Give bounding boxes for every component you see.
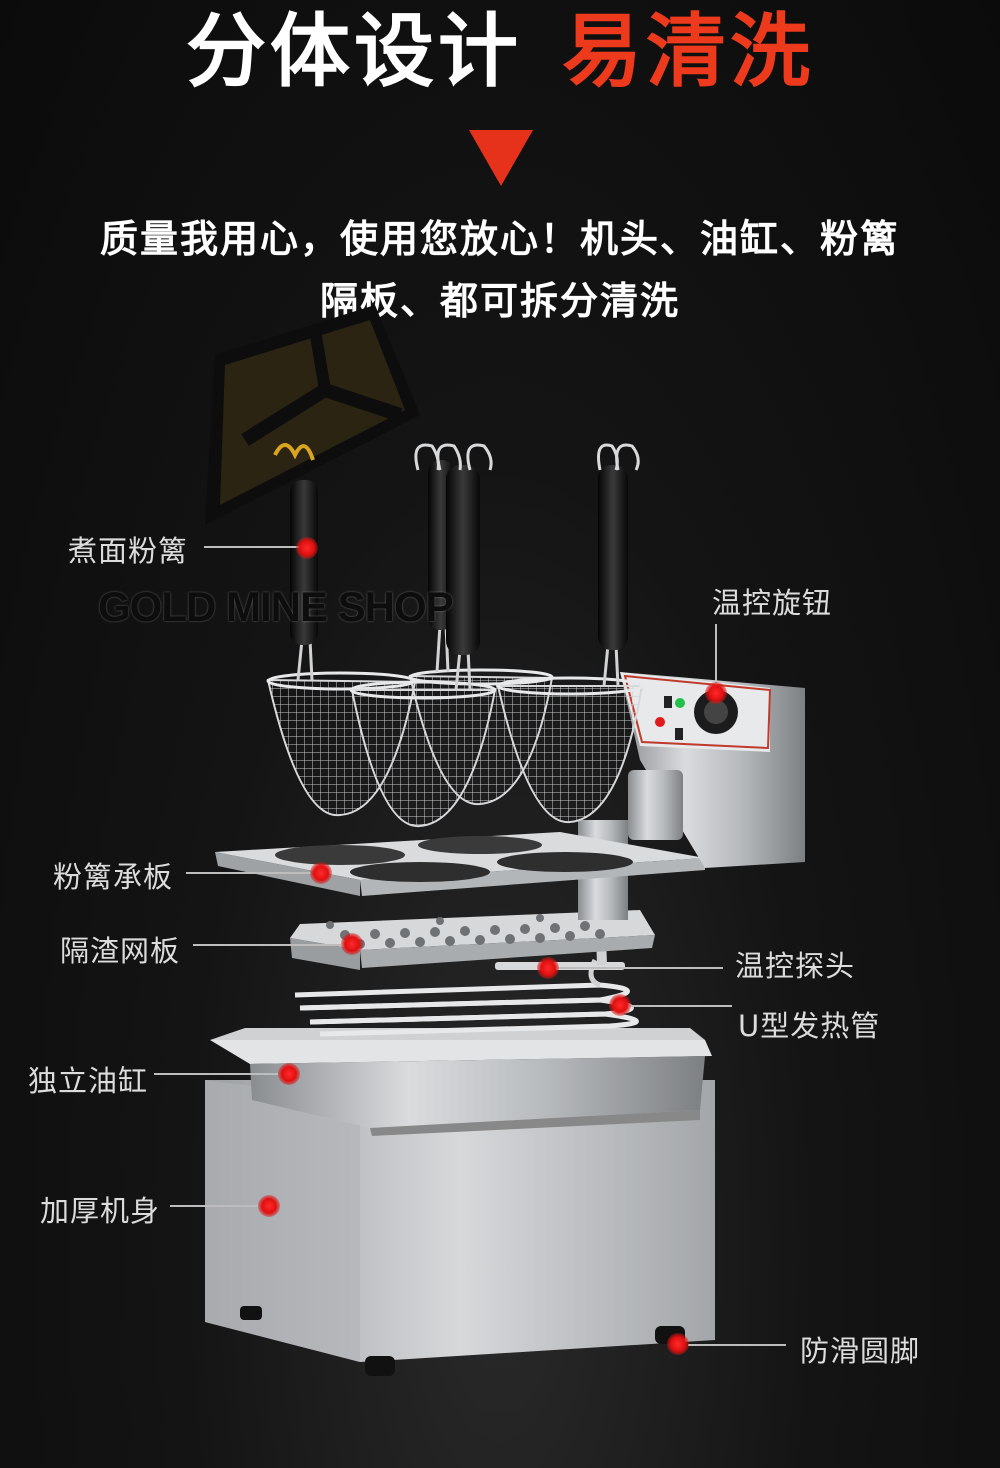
subtitle-line2: 隔板、都可拆分清洗 — [319, 279, 680, 323]
label-noodle-basket: 煮面粉篱 — [68, 534, 189, 568]
control-head-shape — [620, 672, 805, 868]
watermark-text: GOLD MINE SHOP — [98, 583, 454, 630]
headline-part2: 易清洗 — [562, 5, 814, 98]
label-residue-screen: 隔渣网板 — [60, 934, 181, 968]
leader-line-antislip-feet — [688, 1344, 786, 1346]
marker-dot-residue-screen — [341, 933, 363, 955]
headline-part1: 分体设计 — [186, 5, 522, 98]
marker-dot-temp-knob — [705, 682, 727, 704]
marker-dot-basket-plate — [310, 862, 332, 884]
marker-dot-oil-tank — [278, 1063, 300, 1085]
basket-plate-shape — [215, 820, 705, 920]
leader-line-residue-screen — [193, 944, 341, 946]
label-thick-body: 加厚机身 — [40, 1194, 161, 1228]
label-basket-plate: 粉篱承板 — [53, 860, 174, 894]
u-heater-shape — [294, 958, 639, 1037]
oil-tank-shape — [210, 1028, 712, 1136]
marker-dot-temp-probe — [537, 957, 559, 979]
leader-line-noodle-basket — [204, 546, 300, 548]
label-oil-tank: 独立油缸 — [28, 1064, 149, 1098]
leader-line-basket-plate — [186, 872, 311, 874]
residue-screen-shape — [290, 910, 655, 970]
marker-dot-noodle-basket — [296, 537, 318, 559]
leader-line-temp-probe — [558, 967, 723, 969]
marker-dot-antislip-feet — [667, 1333, 689, 1355]
gold-mine-logo-icon — [205, 305, 420, 525]
label-temp-knob: 温控旋钮 — [712, 586, 833, 620]
leader-line-thick-body — [170, 1205, 258, 1207]
noodle-baskets-shape — [266, 443, 644, 828]
label-antislip-feet: 防滑圆脚 — [800, 1334, 921, 1368]
headline: 分体设计易清洗 — [0, 0, 1000, 110]
leader-line-temp-knob — [715, 624, 717, 690]
marker-dot-u-heater — [609, 994, 631, 1016]
label-temp-probe: 温控探头 — [735, 949, 856, 983]
marker-dot-thick-body — [258, 1195, 280, 1217]
subtitle-line1: 质量我用心，使用您放心！机头、油缸、粉篱 — [99, 217, 900, 261]
thick-body-shape — [205, 1080, 715, 1376]
leader-line-u-heater — [630, 1005, 732, 1007]
label-u-heater: U型发热管 — [738, 1009, 881, 1043]
leader-line-oil-tank — [154, 1073, 278, 1075]
down-triangle-icon — [469, 130, 533, 186]
